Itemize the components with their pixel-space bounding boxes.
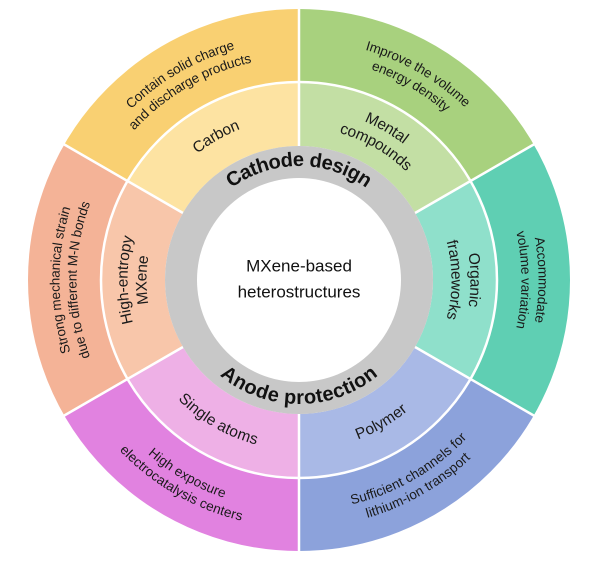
sector-inner-label: Organic — [464, 252, 483, 309]
sector-divider — [62, 345, 184, 418]
sector-inner-label: MXene — [133, 254, 152, 305]
sector-outer-mental-compounds — [299, 8, 535, 181]
outer-edge — [26, 7, 572, 553]
sector-inner-organic-frameworks — [415, 181, 497, 379]
center-label: MXene-based — [246, 256, 352, 275]
sector-inner-polymer — [299, 347, 471, 478]
sector-divider — [414, 142, 536, 215]
sector-outer-single-atoms — [63, 379, 300, 552]
sector-inner-single-atoms — [127, 347, 299, 478]
sector-inner-label: frameworks — [443, 238, 465, 322]
sector-inner-label: High-entropy — [115, 234, 137, 326]
center-label: heterostructures — [238, 282, 361, 301]
sector-outer-polymer — [299, 379, 535, 552]
center-circle — [197, 178, 401, 382]
band-divider — [99, 80, 499, 480]
sector-outer-high-entropy-mxene — [27, 144, 128, 416]
center-disc: MXene-based heterostructures — [197, 178, 401, 382]
sector-inner-mental-compounds — [299, 82, 471, 213]
sector-outer-label: volume variation — [514, 230, 534, 331]
sector-divider — [414, 345, 536, 418]
sector-inner-high-entropy-mxene — [101, 181, 183, 379]
sector-outer-label: Accommodate — [532, 236, 551, 325]
sector-inner-carbon — [127, 82, 299, 213]
sector-outer-carbon — [63, 8, 300, 181]
sector-outer-organic-frameworks — [470, 144, 571, 416]
sector-divider — [62, 142, 184, 215]
